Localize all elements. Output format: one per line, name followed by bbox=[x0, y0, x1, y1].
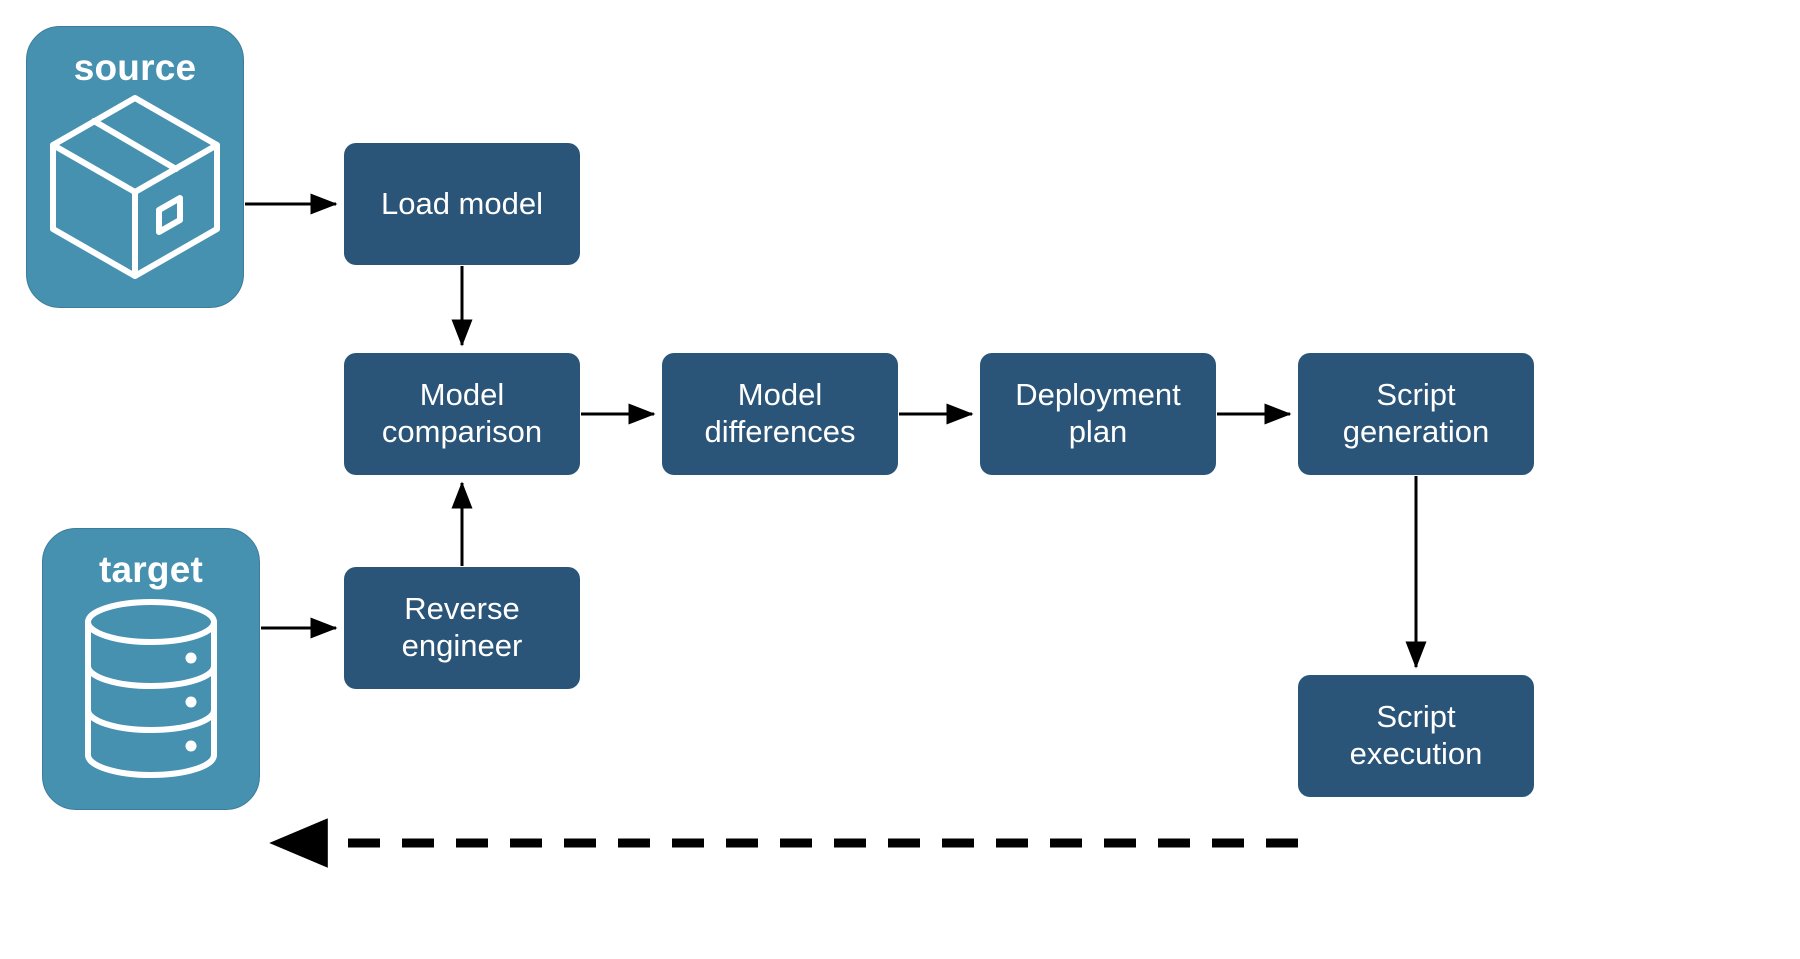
endpoint-target[interactable]: target bbox=[42, 528, 260, 810]
process-box-deployment-plan[interactable]: Deployment plan bbox=[980, 353, 1216, 475]
process-box-script-execution[interactable]: Script execution bbox=[1298, 675, 1534, 797]
database-cylinder-icon bbox=[43, 588, 259, 789]
endpoint-target-label: target bbox=[99, 549, 203, 590]
process-box-model-differences[interactable]: Model differences bbox=[662, 353, 898, 475]
process-box-model-comparison[interactable]: Model comparison bbox=[344, 353, 580, 475]
package-box-icon bbox=[27, 86, 243, 287]
process-box-load-model[interactable]: Load model bbox=[344, 143, 580, 265]
endpoint-source-label: source bbox=[73, 47, 197, 88]
endpoint-source[interactable]: source bbox=[26, 26, 244, 308]
process-box-reverse-engineer[interactable]: Reverse engineer bbox=[344, 567, 580, 689]
process-box-script-generation[interactable]: Script generation bbox=[1298, 353, 1534, 475]
